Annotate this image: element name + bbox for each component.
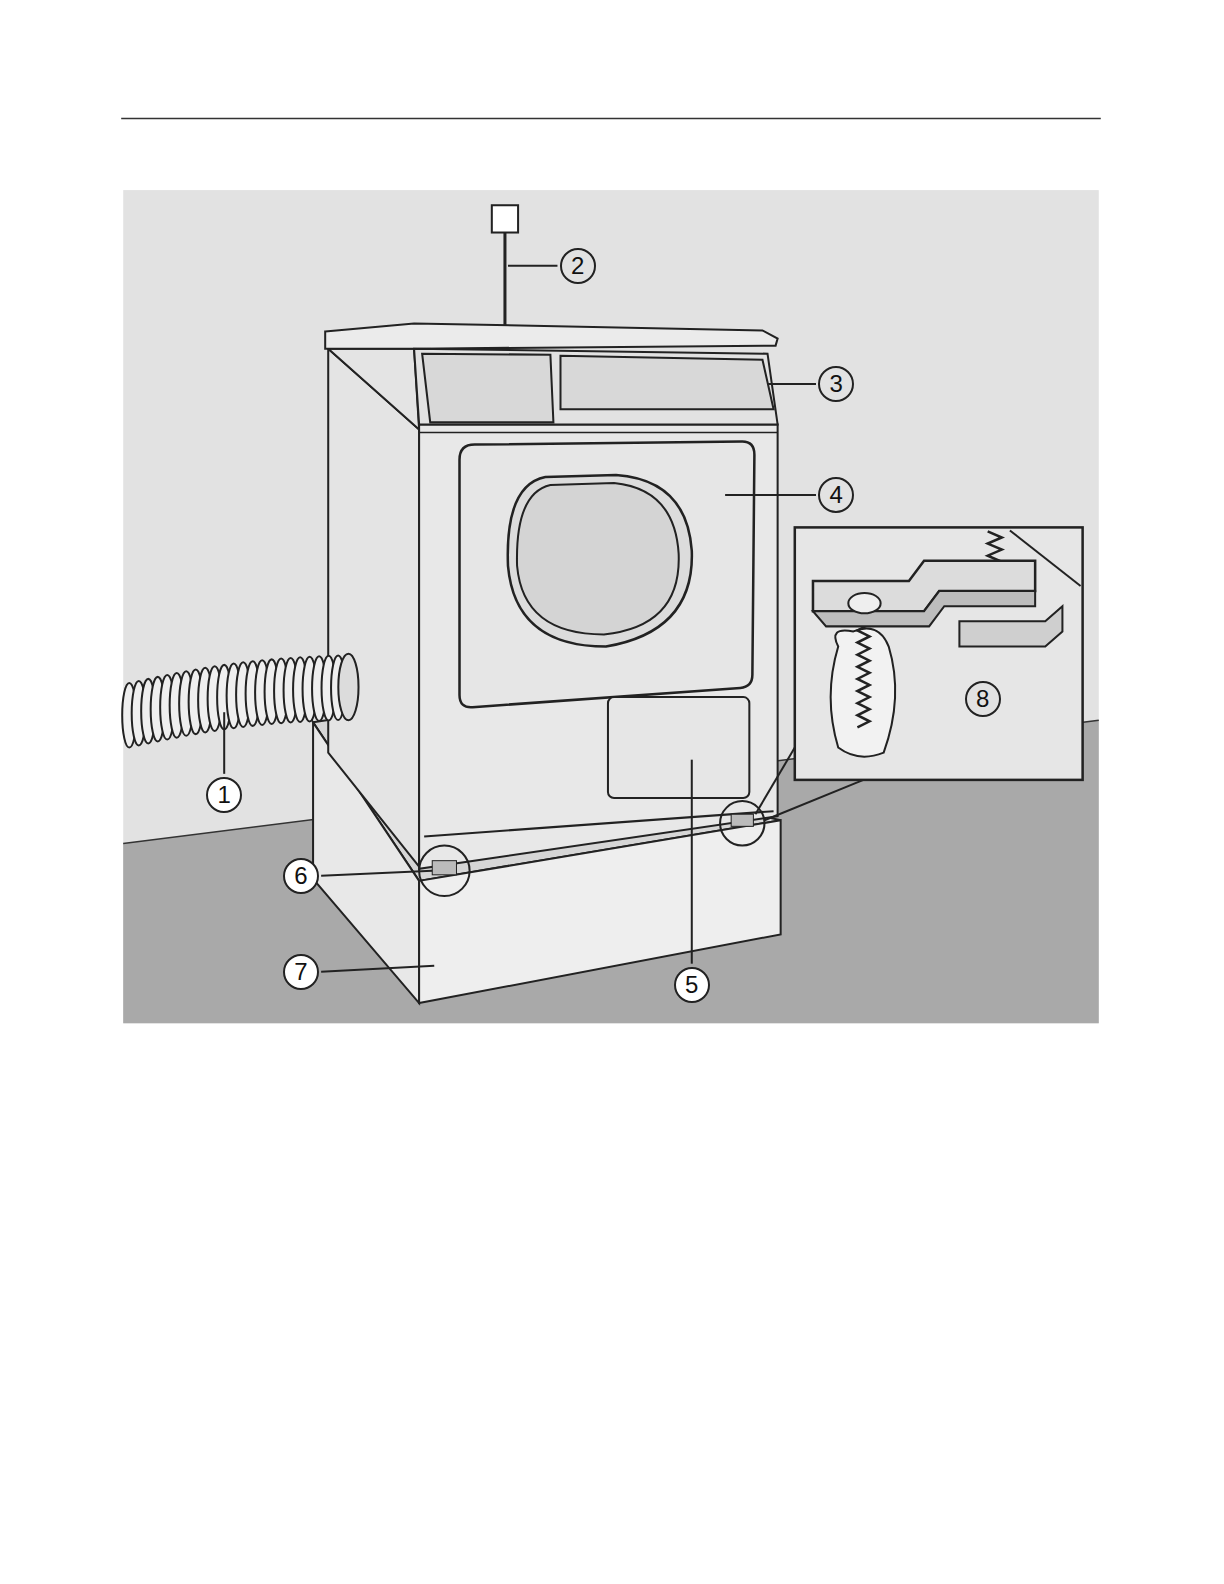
callout-number: 1 bbox=[206, 777, 242, 813]
callout-number: 7 bbox=[283, 954, 319, 990]
foot bbox=[432, 861, 456, 875]
callout-number: 8 bbox=[965, 681, 1001, 717]
callout-number: 2 bbox=[560, 248, 596, 284]
hose-end bbox=[338, 654, 358, 721]
inset-leader bbox=[755, 748, 794, 815]
leader-lines bbox=[224, 266, 816, 972]
foot-circle bbox=[720, 801, 764, 845]
callout-number: 4 bbox=[818, 477, 854, 513]
callout-number: 3 bbox=[818, 366, 854, 402]
exhaust-hose bbox=[122, 654, 358, 748]
detail-inset bbox=[795, 527, 1083, 779]
plug bbox=[492, 205, 518, 232]
bracket-side bbox=[813, 591, 1035, 626]
dryer-side-top bbox=[328, 349, 419, 430]
door bbox=[460, 442, 755, 708]
screw bbox=[857, 618, 869, 727]
panel-window bbox=[422, 354, 553, 423]
filter-panel bbox=[608, 697, 749, 798]
control-panel bbox=[414, 349, 778, 425]
foot bbox=[731, 814, 753, 826]
power-cable bbox=[503, 230, 506, 325]
screw-head bbox=[848, 593, 880, 613]
panel-edge bbox=[419, 432, 778, 434]
panel-display bbox=[560, 356, 773, 410]
foot-pad bbox=[959, 606, 1062, 646]
thread bbox=[857, 618, 869, 727]
porthole-glass bbox=[517, 483, 679, 634]
dryer-top bbox=[325, 323, 777, 348]
callout-number: 5 bbox=[674, 967, 710, 1003]
inset-leader bbox=[764, 780, 863, 820]
scene bbox=[122, 190, 1099, 1023]
callout-number: 6 bbox=[283, 858, 319, 894]
dryer-side bbox=[328, 349, 419, 867]
top-rule bbox=[121, 118, 1101, 120]
porthole-rim bbox=[508, 475, 692, 647]
wall bbox=[123, 190, 1099, 1023]
dryer-front bbox=[419, 424, 778, 868]
